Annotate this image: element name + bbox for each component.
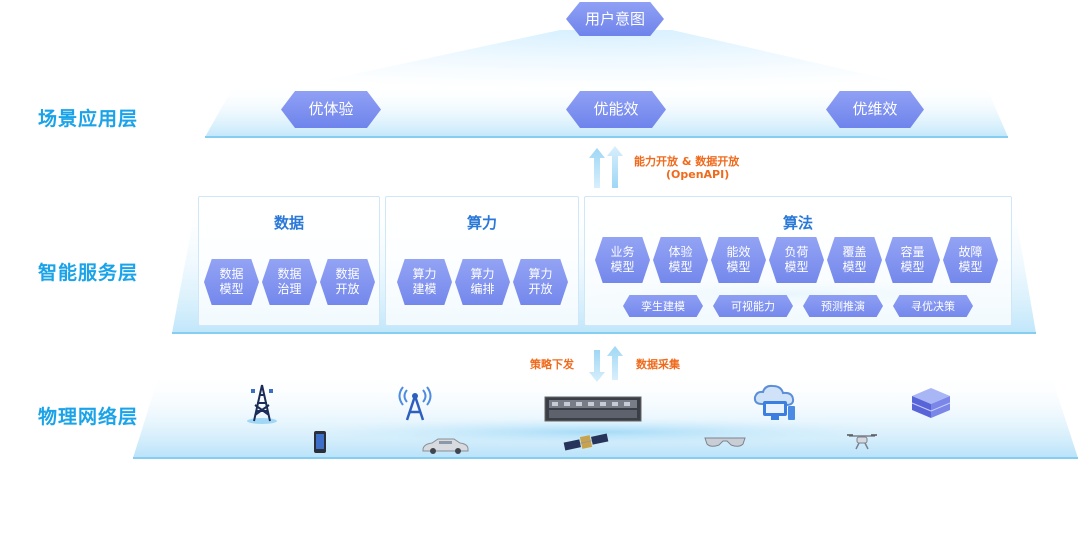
node-label-line: 算力 [470,267,495,281]
phone-icon [314,431,326,453]
node-label-line: 业务 [610,245,635,259]
compute-open-node: 算力 开放 [513,259,568,305]
cloud-computer-icon [753,384,795,420]
node-label-line: 故障 [958,245,983,259]
algo-business-model-node: 业务 模型 [595,237,650,283]
data-governance-node: 数据 治理 [262,259,317,305]
scene-item-label: 优维效 [852,100,898,118]
node-label-line: 建模 [412,282,437,296]
scene-item-maintenance: 优维效 [826,91,924,128]
scene-item-energy: 优能效 [566,91,666,128]
node-label-line: 模型 [668,260,693,274]
node-label-line: 覆盖 [842,245,867,259]
physical-layer-label: 物理网络层 [38,406,139,428]
node-label-line: 模型 [842,260,867,274]
storage-icon [911,388,951,418]
upper-annotation-line2: (OpenAPI) [666,168,730,181]
capability-optimization: 寻优决策 [893,295,973,317]
node-label-line: 数据 [219,267,244,281]
algo-coverage-model-node: 覆盖 模型 [827,237,882,283]
algorithm-panel-title: 算法 [782,214,813,232]
node-label-line: 算力 [412,267,437,281]
wireless-antenna-icon [398,386,432,421]
data-panel-title: 数据 [273,214,304,232]
node-label-line: 体验 [668,245,693,259]
scene-item-experience: 优体验 [281,91,381,128]
node-label-line: 能效 [726,245,751,259]
user-intent-label: 用户意图 [584,9,645,28]
node-label-line: 模型 [900,260,925,274]
node-label-line: 容量 [900,245,925,259]
node-label-line: 开放 [528,282,553,296]
data-open-node: 数据 开放 [320,259,375,305]
satellite-icon [563,433,609,451]
node-label-line: 治理 [277,282,302,296]
capability-visualization: 可视能力 [713,295,793,317]
scene-item-label: 优体验 [308,100,354,118]
glasses-icon [704,437,746,447]
node-label-line: 模型 [726,260,751,274]
upper-arrows [589,146,623,188]
drone-icon [847,434,877,450]
user-intent-node: 用户意图 [566,2,664,36]
compute-modeling-node: 算力 建模 [397,259,452,305]
node-label-line: 编排 [470,282,495,296]
lower-annotation-collection: 数据采集 [636,358,680,371]
tower-icon [247,384,277,424]
scene-layer-label: 场景应用层 [38,108,139,130]
compute-orchestration-node: 算力 编排 [455,259,510,305]
capability-prediction: 预测推演 [803,295,883,317]
node-label-line: 数据 [277,267,302,281]
node-label-line: 算力 [528,267,553,281]
node-label-line: 模型 [784,260,809,274]
algo-experience-model-node: 体验 模型 [653,237,708,283]
node-label-line: 模型 [219,282,244,296]
lower-annotation-policy: 策略下发 [530,358,574,371]
data-model-node: 数据 模型 [204,259,259,305]
service-layer-label: 智能服务层 [38,262,139,284]
scene-item-label: 优能效 [593,100,639,118]
server-rack-icon [544,396,642,422]
lower-arrows [589,346,623,382]
compute-panel-title: 算力 [466,214,497,232]
node-label-line: 模型 [958,260,983,274]
node-label-line: 模型 [610,260,635,274]
capability-twin-modeling: 孪生建模 [623,295,703,317]
algo-load-model-node: 负荷 模型 [769,237,824,283]
node-label-line: 开放 [335,282,360,296]
node-label-line: 负荷 [784,245,809,259]
car-icon [422,438,469,454]
algo-energy-model-node: 能效 模型 [711,237,766,283]
node-label-line: 数据 [335,267,360,281]
upper-annotation-line1: 能力开放 & 数据开放 [634,155,740,168]
algo-capacity-model-node: 容量 模型 [885,237,940,283]
algo-fault-model-node: 故障 模型 [943,237,998,283]
